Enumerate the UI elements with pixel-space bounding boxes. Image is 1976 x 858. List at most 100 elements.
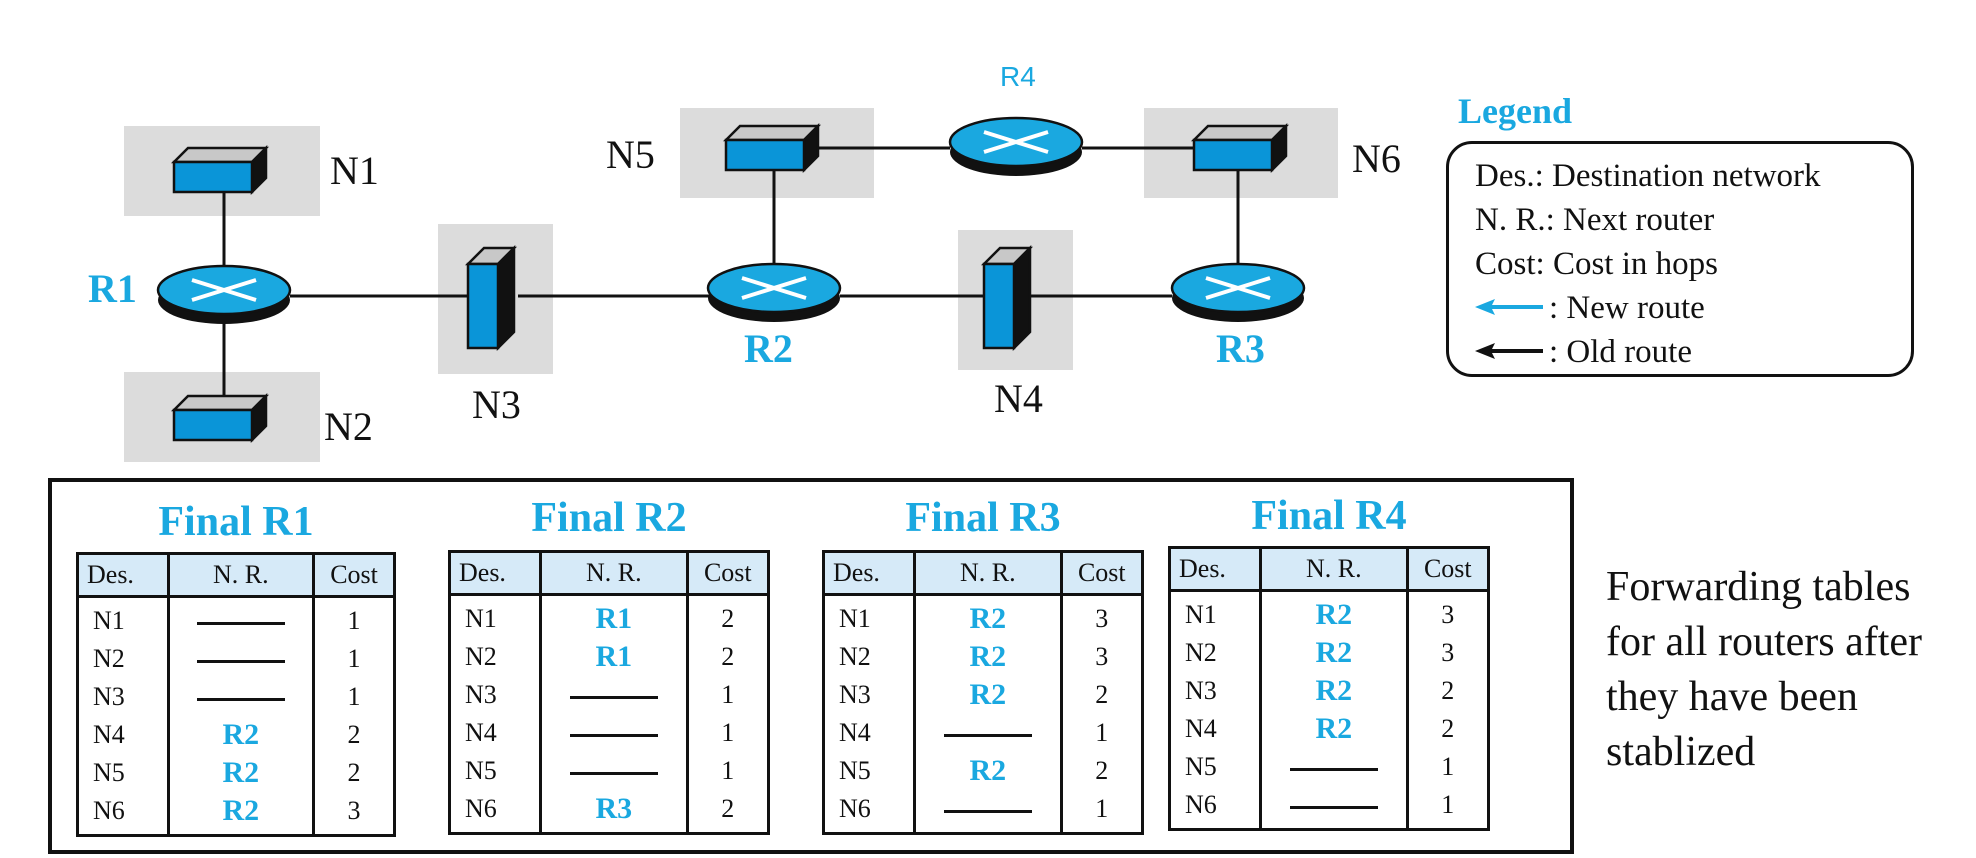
n1-switch	[172, 146, 268, 194]
destination-cell: N4	[821, 714, 917, 752]
table-header-row: Des.N. R.Cost	[821, 550, 1145, 596]
router-r2	[706, 262, 842, 324]
cost-cell: 2	[685, 594, 771, 638]
table-title: Final R2	[531, 495, 687, 541]
no-next-router-line	[943, 809, 1032, 813]
next-router-cell: R1	[539, 638, 689, 676]
cost-cell: 2	[1059, 752, 1145, 790]
destination-cell: N4	[1167, 710, 1263, 748]
destination-cell: N3	[76, 678, 170, 716]
next-router-cell	[539, 676, 689, 714]
cost-cell: 1	[312, 596, 396, 640]
destination-cell: N5	[1167, 748, 1263, 786]
cost-cell: 2	[685, 638, 771, 676]
next-router-cell: R2	[913, 676, 1063, 714]
cost-cell: 1	[1405, 748, 1491, 786]
next-router-cell: R2	[913, 594, 1063, 638]
next-router-cell	[166, 596, 316, 640]
legend-item-next-router: N. R.: Next router	[1475, 202, 1715, 238]
table-title: Final R4	[1251, 493, 1407, 539]
destination-cell: N4	[447, 714, 543, 752]
destination-cell: N5	[76, 754, 170, 792]
cost-cell: 3	[312, 792, 396, 836]
destination-cell: N1	[447, 594, 543, 638]
column-header: Cost	[1405, 546, 1491, 592]
destination-cell: N6	[1167, 786, 1263, 830]
next-router-cell	[1259, 786, 1409, 830]
cost-cell: 2	[312, 716, 396, 754]
table-row: N3 1	[447, 676, 771, 714]
next-router-cell	[913, 790, 1063, 834]
label-r1: R1	[88, 266, 137, 311]
old-route-label: : Old route	[1549, 334, 1692, 370]
next-router-cell: R1	[539, 594, 689, 638]
no-next-router-line	[569, 771, 658, 775]
cost-cell: 2	[1405, 710, 1491, 748]
next-router-cell	[913, 714, 1063, 752]
destination-cell: N6	[447, 790, 543, 834]
no-next-router-line	[196, 659, 285, 663]
legend-item-cost: Cost: Cost in hops	[1475, 246, 1718, 282]
next-router-cell	[539, 714, 689, 752]
no-next-router-line	[943, 733, 1032, 737]
next-router-cell: R2	[913, 752, 1063, 790]
destination-cell: N5	[821, 752, 917, 790]
no-next-router-line	[196, 697, 285, 701]
destination-cell: N6	[76, 792, 170, 836]
n3-bridge	[466, 246, 516, 350]
next-router-cell: R2	[166, 716, 316, 754]
router-r4	[948, 116, 1084, 178]
cost-cell: 1	[685, 676, 771, 714]
destination-cell: N6	[821, 790, 917, 834]
destination-cell: N2	[447, 638, 543, 676]
next-router-cell: R2	[166, 792, 316, 836]
new-route-arrow-icon	[1475, 299, 1543, 316]
no-next-router-line	[569, 695, 658, 699]
label-n1: N1	[330, 148, 379, 193]
table-header-row: Des.N. R.Cost	[1167, 546, 1491, 592]
label-n2: N2	[324, 404, 373, 449]
links	[222, 146, 1240, 412]
figure-caption: Forwarding tables for all routers after …	[1606, 564, 1923, 775]
destination-cell: N1	[76, 596, 170, 640]
destination-cell: N3	[1167, 672, 1263, 710]
column-header: N. R.	[1259, 546, 1409, 592]
next-router-cell: R2	[1259, 590, 1409, 634]
destination-cell: N2	[1167, 634, 1263, 672]
no-next-router-line	[196, 621, 285, 625]
next-router-cell	[166, 640, 316, 678]
next-router-cell	[539, 752, 689, 790]
column-header: Des.	[447, 550, 543, 596]
label-n3: N3	[472, 382, 521, 427]
destination-cell: N3	[447, 676, 543, 714]
column-header: Cost	[312, 552, 396, 598]
destination-cell: N1	[821, 594, 917, 638]
next-router-cell: R2	[1259, 634, 1409, 672]
column-header: Cost	[685, 550, 771, 596]
next-router-cell: R3	[539, 790, 689, 834]
no-next-router-line	[1289, 805, 1378, 809]
cost-cell: 3	[1059, 594, 1145, 638]
next-router-cell: R2	[1259, 672, 1409, 710]
next-router-cell	[1259, 748, 1409, 786]
column-header: N. R.	[913, 550, 1063, 596]
label-n5: N5	[606, 132, 655, 177]
